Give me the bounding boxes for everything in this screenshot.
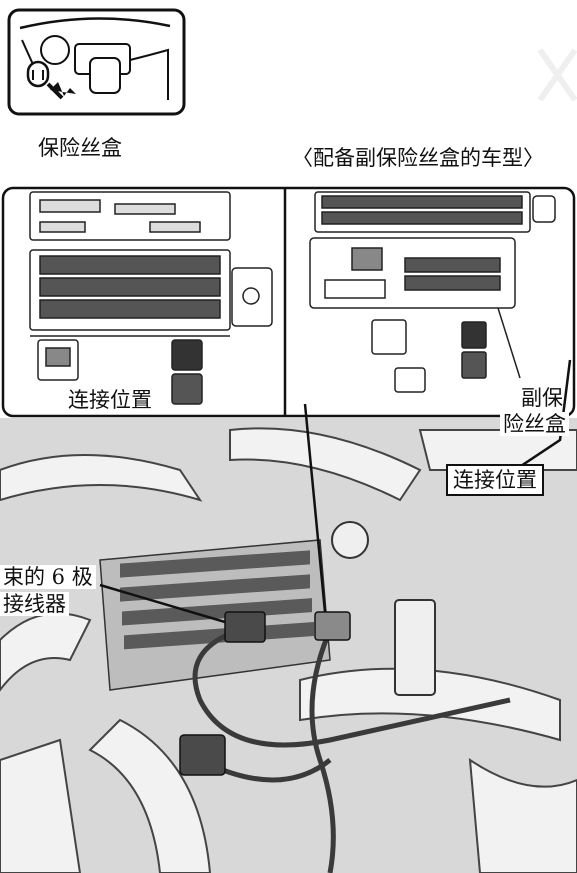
sub-fuse-box-label-line2: 险丝盒 bbox=[500, 412, 569, 437]
connection-position-right-label: 连接位置 bbox=[446, 464, 544, 497]
sub-fuse-box-drawing bbox=[309, 191, 556, 393]
sub-fuse-box-label-line1: 副保 bbox=[521, 386, 563, 410]
harness-connector-label-line2: 接线器 bbox=[0, 592, 69, 617]
main-fuse-box-drawing bbox=[29, 191, 273, 405]
fuse-box-label: 保险丝盒 bbox=[38, 136, 122, 160]
harness-connector-label-line1: 束的 6 极 bbox=[0, 565, 96, 590]
connection-position-left-label: 连接位置 bbox=[68, 388, 152, 412]
dashboard-location-icon bbox=[7, 8, 186, 116]
variant-title: 〈配备副保险丝盒的车型〉 bbox=[292, 146, 544, 170]
